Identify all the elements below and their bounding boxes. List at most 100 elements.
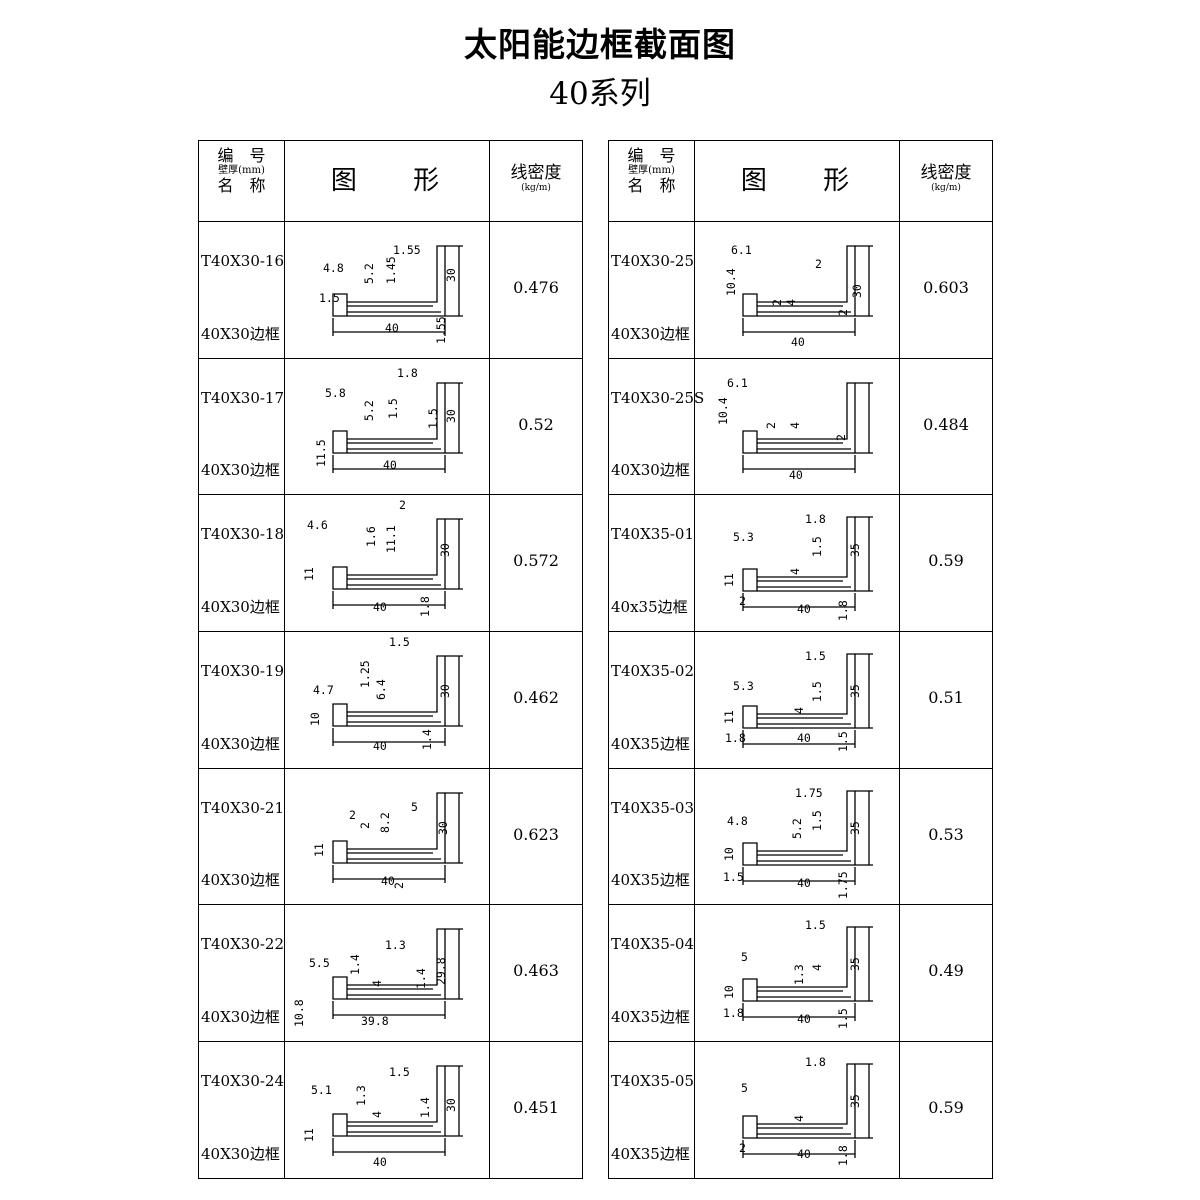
dimension-label: 35 [848, 958, 862, 972]
dimension-label: 1.8 [805, 512, 826, 526]
dimension-label: 10 [722, 986, 736, 1000]
dimension-label: 5.8 [325, 386, 346, 400]
profile-density: 0.623 [513, 824, 559, 844]
profile-density: 0.451 [513, 1098, 559, 1118]
dimension-label: 30 [438, 543, 452, 557]
profile-name: 40X35边框 [611, 1008, 690, 1027]
dimension-label: 30 [444, 1098, 458, 1112]
dimension-label: 5 [741, 950, 748, 964]
profile-density-cell: 0.59 [899, 494, 993, 633]
profile-density-cell: 0.51 [899, 631, 993, 769]
dimension-label: 10 [308, 712, 322, 726]
profile-code: T40X30-19 [201, 662, 285, 681]
dimension-label: 40 [797, 1012, 811, 1026]
dimension-label: 29.8 [434, 958, 448, 986]
dimension-label: 1.5 [319, 291, 340, 305]
dimension-label: 4 [370, 1111, 384, 1118]
dimension-label: 2 [399, 498, 406, 512]
dimension-label: 1.5 [810, 681, 824, 702]
dimension-label: 1.5 [810, 537, 824, 558]
profile-density: 0.59 [928, 1098, 964, 1118]
header-code-cell: 编 号 壁厚(mm) 名 称 [608, 140, 695, 222]
dimension-label: 30 [850, 284, 864, 298]
profile-name: 40x35边框 [611, 598, 688, 617]
profile-outline [742, 245, 873, 336]
profile-density: 0.53 [928, 824, 964, 844]
dimension-label: 40 [383, 458, 397, 472]
dimension-label: 5.2 [362, 400, 376, 421]
profile-name: 40X30边框 [611, 461, 690, 480]
profile-density: 0.476 [513, 278, 559, 297]
dimension-label: 4 [784, 299, 798, 306]
dimension-label: 30 [436, 821, 450, 835]
profile-density-cell: 0.623 [489, 767, 583, 906]
header-density-label: 线密度 [920, 163, 972, 183]
profile-density: 0.572 [513, 551, 559, 571]
profile-density: 0.49 [928, 961, 964, 981]
profile-density: 0.484 [923, 414, 969, 434]
dimension-label: 4.8 [323, 261, 344, 275]
profile-density-cell: 0.59 [899, 1041, 993, 1179]
header-figure-label: 图 形 [740, 166, 874, 196]
header-figure-label: 图 形 [330, 166, 464, 196]
dimension-label: 40 [385, 321, 399, 335]
dimension-label: 35 [848, 821, 862, 835]
dimension-label: 11 [722, 710, 736, 724]
profile-density-cell: 0.451 [489, 1041, 583, 1179]
dimension-label: 1.8 [805, 1055, 826, 1069]
profile-code: T40X30-22 [201, 935, 285, 954]
header-figure-cell: 图 形 [284, 140, 490, 222]
profile-code-cell: T40X30-22 40X30边框 [198, 904, 285, 1043]
profile-code: T40X30-25S [611, 388, 705, 407]
profile-code: T40X30-21 [201, 798, 285, 817]
profile-outline [742, 516, 873, 612]
dimension-label: 1.5 [805, 918, 826, 932]
header-code-label: 编 号 [217, 146, 266, 165]
dimension-label: 1.4 [348, 955, 362, 976]
profile-outline [742, 790, 873, 885]
dimension-label: 11.5 [314, 439, 328, 467]
dimension-label: 1.5 [389, 1065, 410, 1079]
profile-density: 0.462 [513, 688, 559, 708]
dimension-label: 2 [392, 882, 406, 889]
dimension-label: 40 [381, 874, 395, 888]
dimension-label: 5.5 [309, 956, 330, 970]
header-density-cell: 线密度 (kg/m) [489, 140, 583, 222]
dimension-label: 4 [792, 707, 806, 714]
dimension-label: 1.5 [386, 398, 400, 419]
dimension-label: 40 [797, 602, 811, 616]
profile-name: 40X30边框 [201, 1008, 280, 1027]
profile-code: T40X30-16 [201, 252, 285, 270]
dimension-label: 40 [797, 876, 811, 890]
dimension-label: 1.8 [397, 366, 418, 380]
profile-name: 40X30边框 [201, 871, 280, 890]
profile-code: T40X35-04 [611, 935, 695, 954]
dimension-label: 30 [444, 268, 458, 282]
header-density-unit: (kg/m) [931, 183, 961, 194]
profile-density-cell: 0.484 [899, 357, 993, 496]
profile-code: T40X35-01 [611, 525, 695, 544]
profile-outline [332, 928, 463, 1020]
dimension-label: 1.3 [792, 965, 806, 986]
dimension-label: 1.5 [805, 649, 826, 663]
header-density-label: 线密度 [510, 163, 562, 183]
